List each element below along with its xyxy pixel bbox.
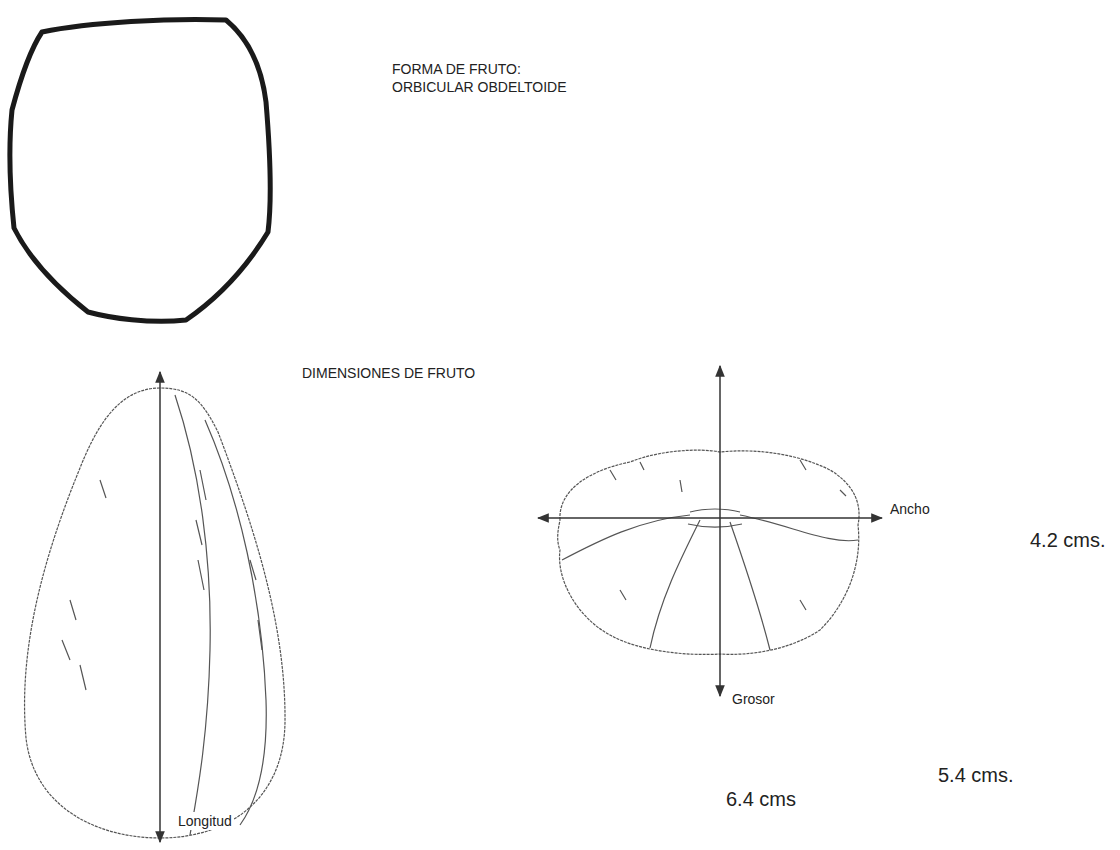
dimension-name: Grosor [730, 690, 777, 708]
length-arrow [159, 372, 161, 842]
fruit-shape-outline [10, 20, 270, 322]
dimension-name: Longitud [176, 812, 234, 830]
thickness-arrow [719, 366, 721, 696]
fruit-cross-section [558, 450, 859, 654]
dimension-value: 6.4 cms [724, 786, 798, 812]
dimension-value: 5.4 cms. [936, 762, 1016, 788]
width-arrow [538, 517, 882, 519]
dimension-value: 4.2 cms. [1028, 527, 1108, 553]
shape-note: FORMA DE FRUTO: ORBICULAR OBDELTOIDE [390, 60, 594, 96]
section-heading: DIMENSIONES DE FRUTO [300, 364, 477, 382]
dimension-name: Ancho [888, 500, 932, 518]
fruit-side-view [25, 388, 285, 838]
